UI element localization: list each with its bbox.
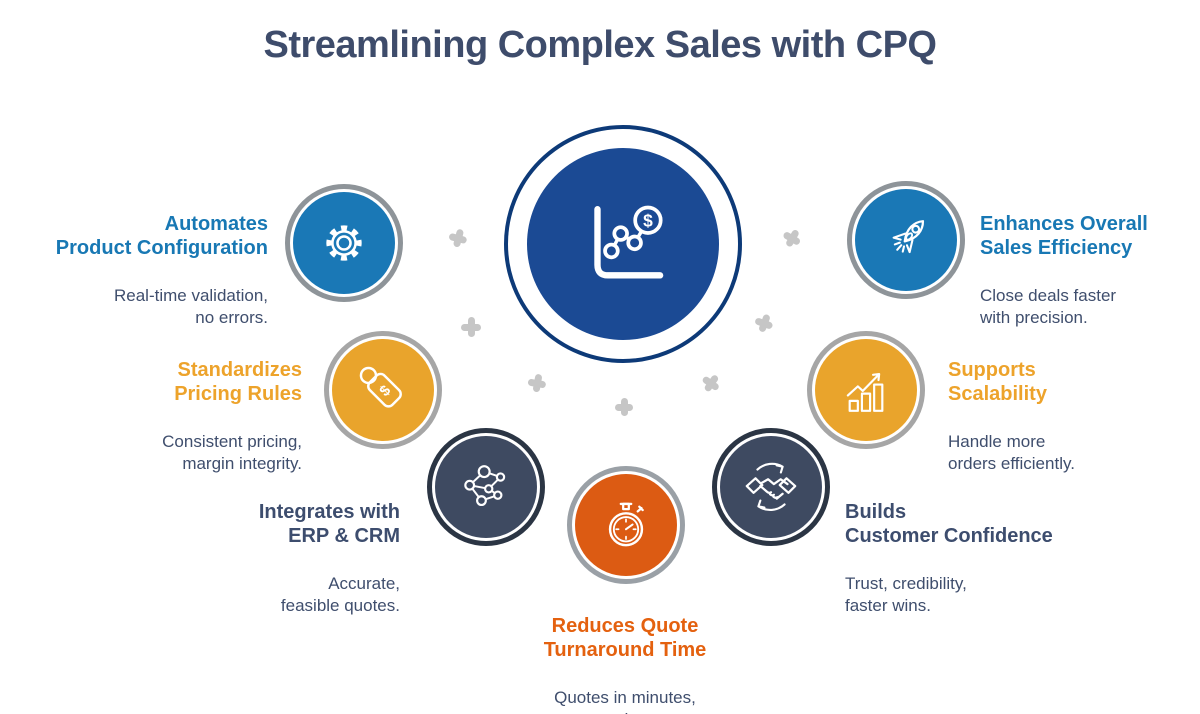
item-subtitle: Consistent pricing, margin integrity. — [162, 432, 302, 474]
node-erp-crm-integration — [427, 428, 545, 546]
item-title: Automates Product Configuration — [55, 213, 268, 259]
node-quote-turnaround — [567, 466, 685, 584]
network-icon — [464, 465, 506, 507]
item-subtitle: Quotes in minutes, not days. — [554, 688, 696, 714]
stopwatch-icon — [608, 502, 644, 547]
sparkle-icon — [527, 373, 548, 394]
gear-icon — [326, 225, 362, 261]
sparkle-icon — [698, 370, 723, 395]
node-pricing-rules: $ — [324, 331, 442, 449]
item-subtitle: Handle more orders efficiently. — [948, 432, 1075, 474]
sparkle-icon — [461, 317, 481, 337]
item-title: Reduces Quote Turnaround Time — [543, 615, 707, 661]
item-subtitle: Trust, credibility, faster wins. — [845, 574, 967, 616]
item-subtitle: Real-time validation, no errors. — [113, 286, 268, 328]
page-title: Streamlining Complex Sales with CPQ — [263, 24, 938, 66]
label-quote-turnaround: Reduces Quote Turnaround Time Quotes in … — [495, 596, 755, 714]
chart-dollar-icon: $ — [594, 205, 664, 279]
label-pricing-rules: Standardizes Pricing Rules Consistent pr… — [62, 340, 302, 494]
price-tag-icon: $ — [359, 366, 402, 408]
sparkle-icon — [752, 311, 775, 334]
item-title: Standardizes Pricing Rules — [174, 359, 302, 405]
item-subtitle: Accurate, feasible quotes. — [280, 574, 400, 616]
handshake-icon — [745, 462, 797, 511]
item-title: Enhances Overall Sales Efficiency — [980, 213, 1148, 259]
label-scalability: Supports Scalability Handle more orders … — [948, 340, 1178, 494]
sparkle-icon — [615, 398, 633, 416]
node-scalability — [807, 331, 925, 449]
svg-text:$: $ — [643, 211, 653, 231]
bar-chart-icon — [846, 372, 884, 412]
item-title: Supports Scalability — [948, 359, 1047, 405]
node-automates-configuration — [285, 184, 403, 302]
center-hub: $ — [504, 125, 742, 363]
label-erp-crm-integration: Integrates with ERP & CRM Accurate, feas… — [160, 482, 400, 636]
item-title: Builds Customer Confidence — [845, 501, 1053, 547]
item-subtitle: Close deals faster with precision. — [980, 286, 1117, 328]
sparkle-icon — [780, 226, 805, 251]
sparkle-icon — [447, 227, 469, 249]
item-title: Integrates with ERP & CRM — [258, 501, 400, 547]
label-customer-confidence: Builds Customer Confidence Trust, credib… — [845, 482, 1105, 636]
rocket-icon — [892, 220, 925, 254]
label-automates-configuration: Automates Product Configuration Real-tim… — [0, 194, 268, 348]
node-sales-efficiency — [847, 181, 965, 299]
node-customer-confidence — [712, 428, 830, 546]
label-sales-efficiency: Enhances Overall Sales Efficiency Close … — [980, 194, 1200, 348]
